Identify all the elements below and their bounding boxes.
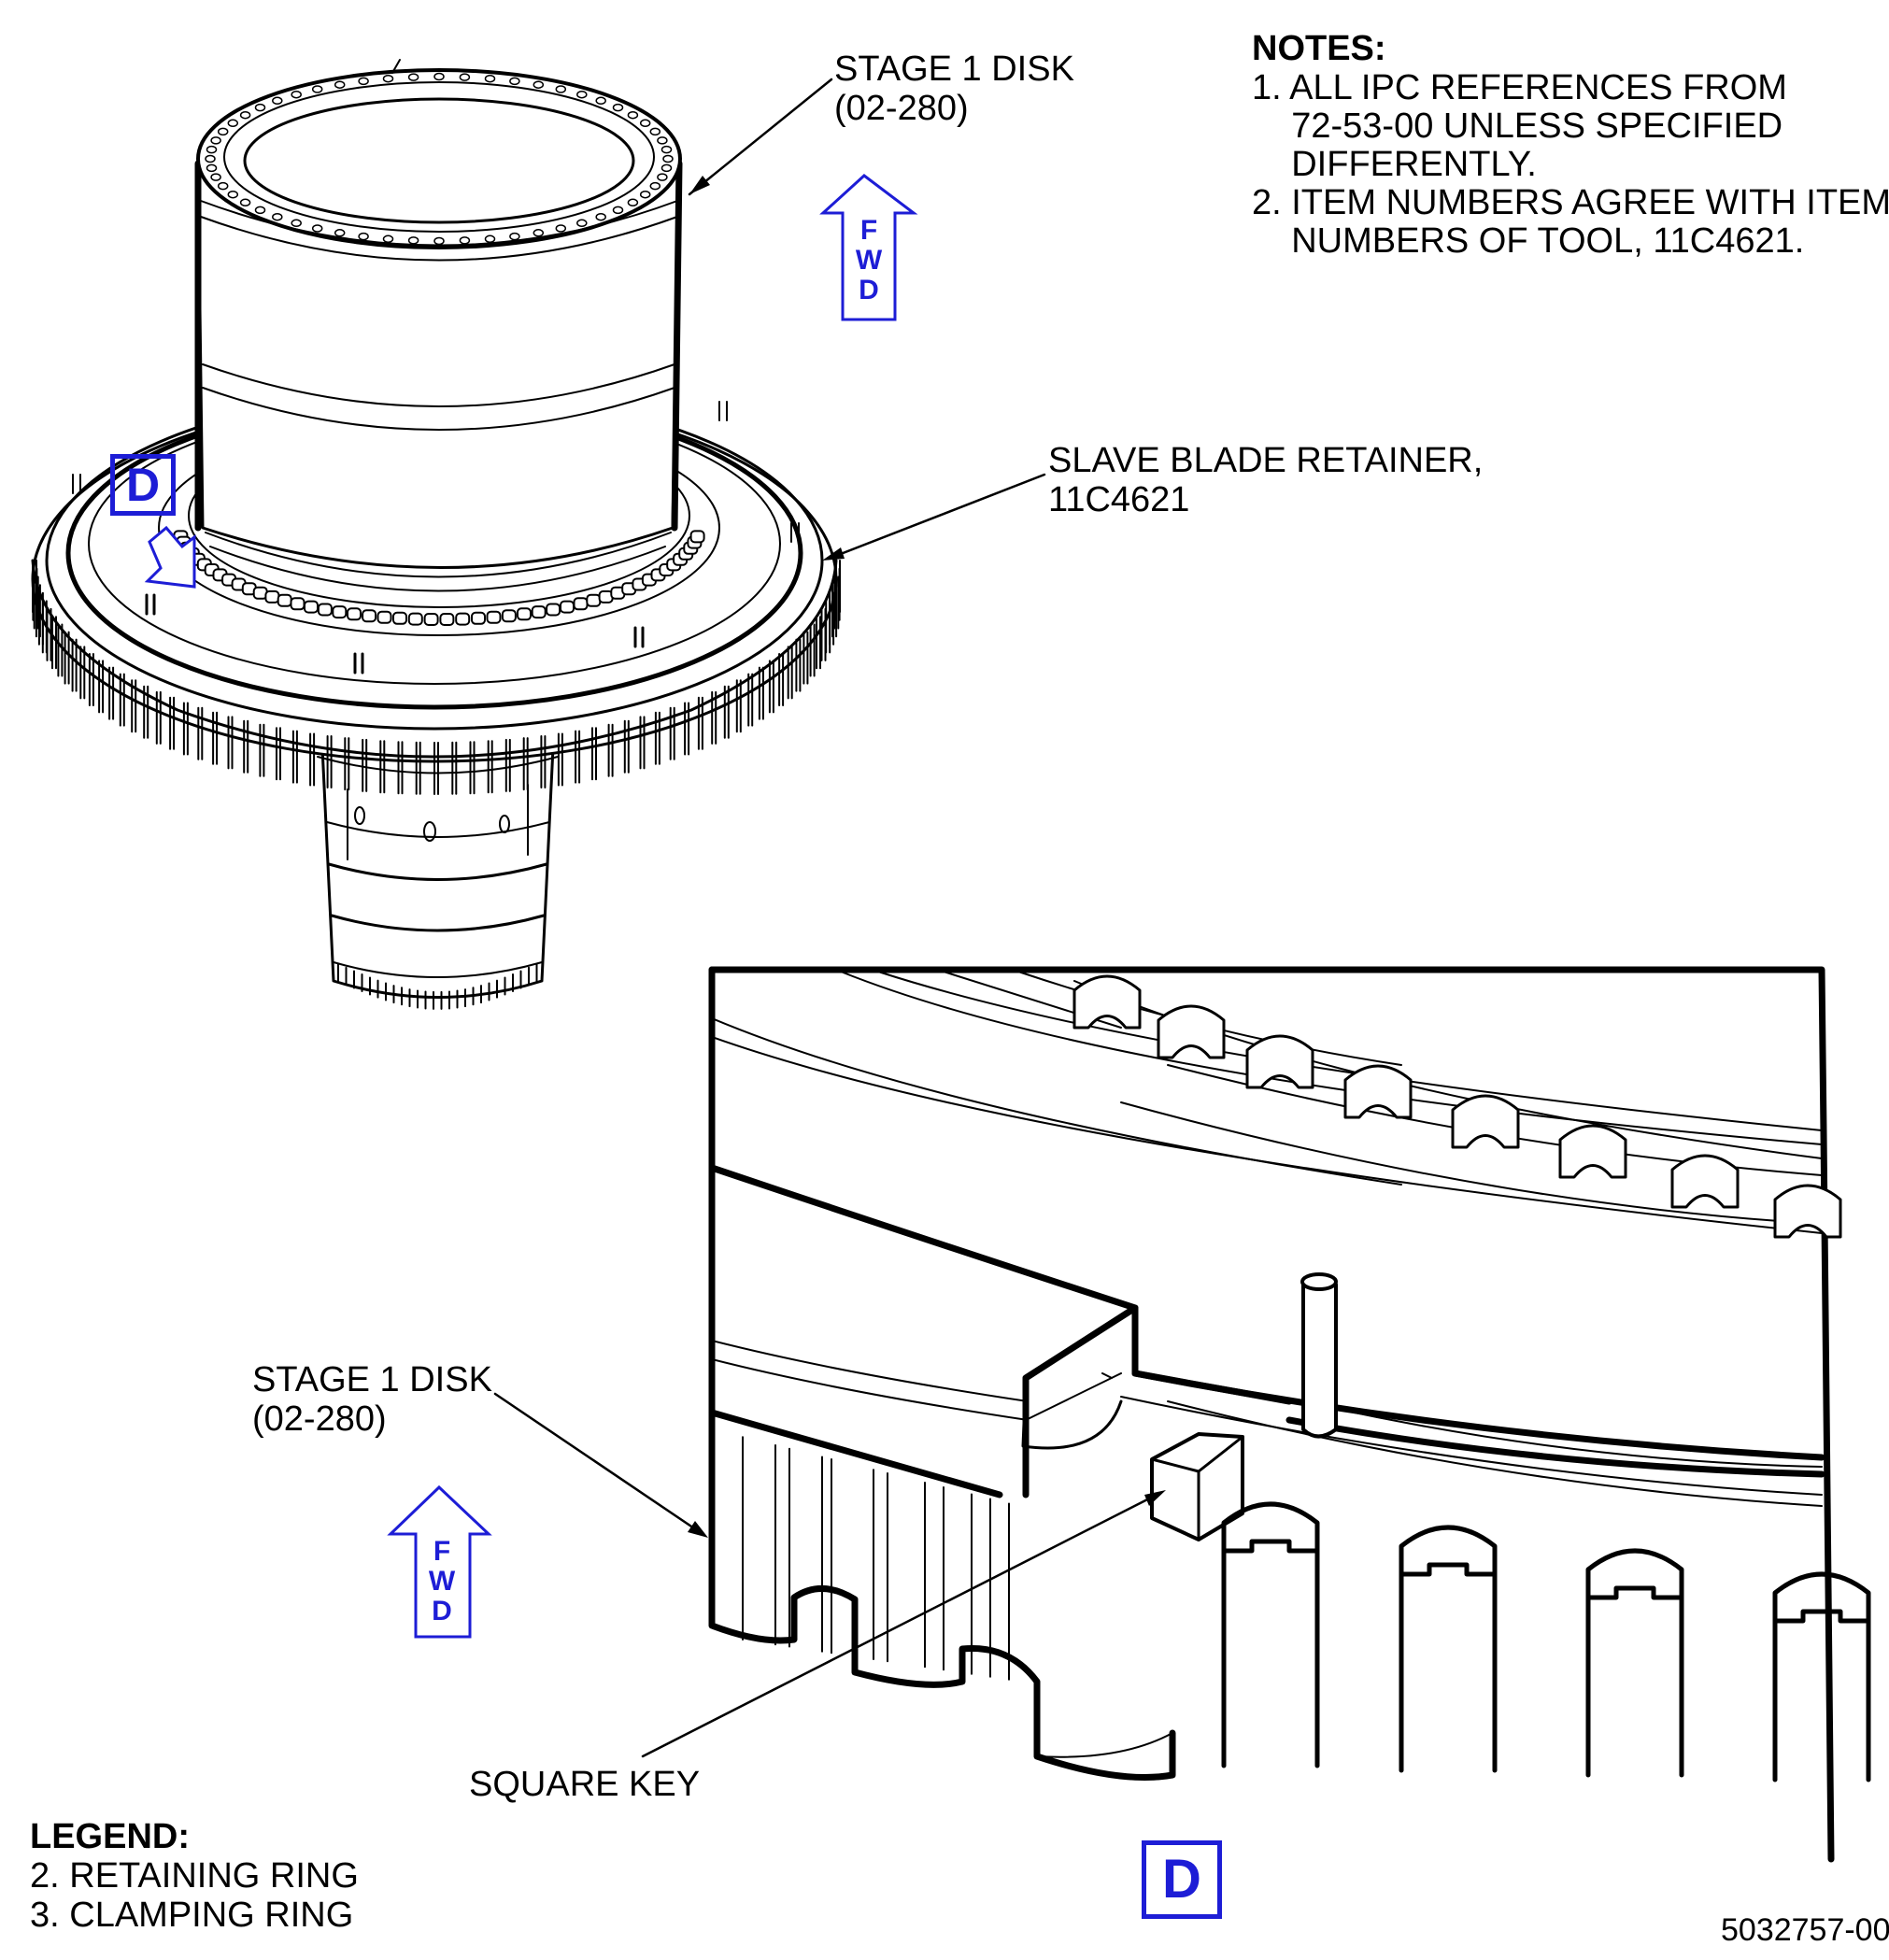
- leader-square-key: [641, 1491, 1162, 1758]
- leader-stage1-disk-top: [688, 78, 833, 196]
- fwd-letter-detail-f: F: [433, 1536, 450, 1567]
- label-stage1-disk-top-line2: (02-280): [834, 89, 969, 128]
- notes-line-2: 72-53-00 UNLESS SPECIFIED: [1252, 107, 1783, 146]
- label-square-key: SQUARE KEY: [469, 1765, 701, 1804]
- legend-item-2: 3. CLAMPING RING: [30, 1896, 354, 1935]
- notes-line-4: 2. ITEM NUMBERS AGREE WITH ITEM: [1252, 183, 1889, 222]
- label-stage1-disk-top-line1: STAGE 1 DISK: [834, 50, 1074, 89]
- notes-line-5: NUMBERS OF TOOL, 11C4621.: [1252, 221, 1805, 261]
- label-stage1-disk-detail-line2: (02-280): [252, 1399, 387, 1439]
- leader-slave-blade-retainer: [827, 473, 1046, 561]
- fwd-letter-detail-d: D: [432, 1596, 452, 1626]
- label-slave-blade-retainer-line1: SLAVE BLADE RETAINER,: [1048, 441, 1484, 480]
- detail-callout-label: D: [1142, 1840, 1222, 1919]
- notes-line-1: 1. ALL IPC REFERENCES FROM: [1252, 68, 1787, 107]
- label-slave-blade-retainer-line2: 11C4621: [1048, 480, 1190, 519]
- detail-callout-top: D: [110, 454, 176, 516]
- figure-id: 5032757-00: [1721, 1912, 1889, 1948]
- legend-title: LEGEND:: [30, 1817, 190, 1856]
- label-stage1-disk-detail-line1: STAGE 1 DISK: [252, 1360, 492, 1399]
- fwd-letter-top-f: F: [860, 215, 877, 246]
- leader-stage1-disk-detail: [493, 1392, 704, 1536]
- fwd-arrow-detail: [387, 1484, 492, 1639]
- view-direction-arrow: [144, 525, 196, 589]
- notes-title: NOTES:: [1252, 29, 1386, 68]
- notes-line-3: DIFFERENTLY.: [1252, 145, 1537, 184]
- shaft: [317, 746, 559, 1010]
- legend-item-1: 2. RETAINING RING: [30, 1856, 359, 1896]
- fwd-letter-top-d: D: [859, 275, 879, 305]
- fwd-arrow-top: [819, 174, 918, 321]
- fwd-letter-top-w: W: [856, 245, 883, 276]
- stage1-disk-drum: [194, 59, 683, 592]
- fwd-letter-detail-w: W: [429, 1566, 456, 1597]
- detail-d-view: [708, 966, 1871, 1863]
